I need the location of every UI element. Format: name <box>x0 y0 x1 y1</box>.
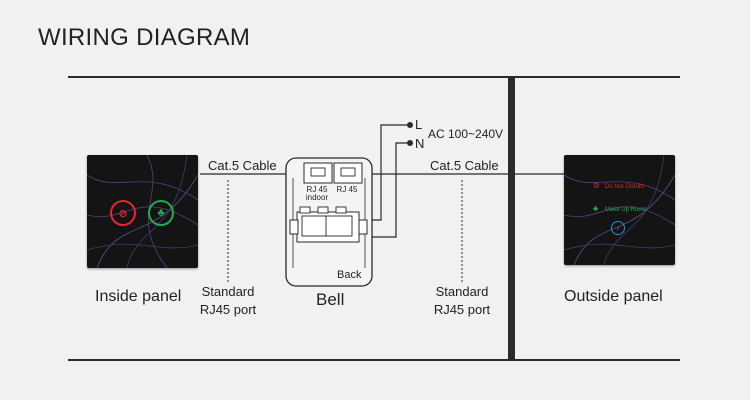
make-up-room-icon: ♣ <box>593 204 599 213</box>
standard-left-line2: RJ45 port <box>199 302 257 317</box>
make-up-room-label: Make Up Room <box>605 207 647 213</box>
line-n-label: N <box>415 136 425 151</box>
rj45-indoor-label: RJ 45 indoor <box>300 186 334 202</box>
do-not-disturb-label: Do Not Disturb <box>605 184 645 190</box>
standard-right-line2: RJ45 port <box>433 302 491 317</box>
cable-label-left: Cat.5 Cable <box>208 158 277 173</box>
standard-port-right: Standard RJ45 port <box>430 283 494 319</box>
back-label: Back <box>337 269 362 281</box>
cable-label-right: Cat.5 Cable <box>430 158 499 173</box>
bell-icon[interactable]: ♪ <box>611 221 625 235</box>
inside-panel-label: Inside panel <box>95 288 182 305</box>
line-l-label: L <box>415 117 423 132</box>
standard-left-line1: Standard <box>201 284 255 299</box>
bell-unit <box>285 157 373 287</box>
panel-pattern <box>87 155 198 268</box>
panel-pattern <box>564 155 675 265</box>
rj45-indoor-line2: indoor <box>305 193 329 202</box>
do-not-disturb-icon[interactable]: ⊘ <box>110 200 136 226</box>
diagram-title: WIRING DIAGRAM <box>38 24 251 51</box>
outside-panel-label: Outside panel <box>564 288 663 305</box>
do-not-disturb-icon: ⊘ <box>593 181 600 190</box>
inside-panel: ⊘ ♣ <box>87 155 198 268</box>
rj45-label: RJ 45 <box>336 185 358 194</box>
outside-panel: ⊘ Do Not Disturb ♣ Make Up Room ♪ <box>564 155 675 265</box>
bell-label: Bell <box>316 290 345 309</box>
rj45-indoor-line1: RJ 45 <box>306 185 328 194</box>
ac-voltage-label: AC 100~240V <box>428 127 504 141</box>
make-up-room-icon[interactable]: ♣ <box>148 200 174 226</box>
standard-right-line1: Standard <box>435 284 489 299</box>
standard-port-left: Standard RJ45 port <box>196 283 260 319</box>
